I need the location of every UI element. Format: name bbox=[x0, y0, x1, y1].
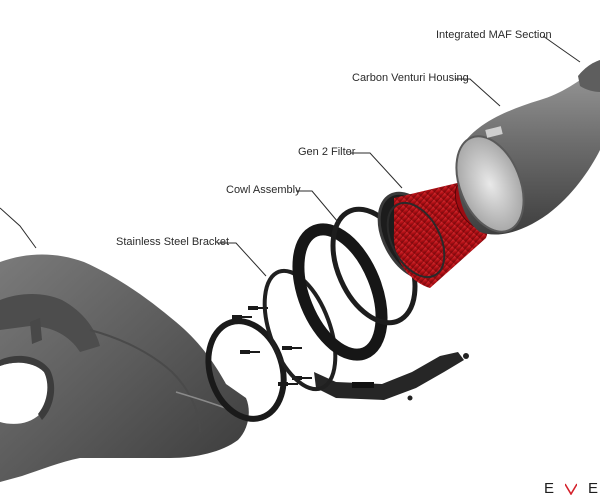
bracket-flange-ring bbox=[262, 268, 338, 392]
airbox-part bbox=[0, 254, 249, 482]
callout-leader-lines bbox=[0, 35, 581, 277]
logo-v-mark-icon bbox=[565, 483, 578, 495]
logo-letter-first: E bbox=[544, 480, 555, 497]
integrated-maf-section bbox=[578, 60, 600, 92]
callout-cowl-assembly: Cowl Assembly bbox=[226, 184, 301, 196]
callout-integrated-maf-section: Integrated MAF Section bbox=[436, 29, 552, 41]
callout-carbon-venturi-housing: Carbon Venturi Housing bbox=[352, 72, 469, 84]
brand-logo: E E bbox=[544, 480, 598, 497]
callout-stainless-steel-bracket: Stainless Steel Bracket bbox=[116, 236, 230, 248]
stainless-steel-bracket bbox=[314, 352, 469, 401]
logo-letter-last: E bbox=[588, 480, 599, 497]
carbon-venturi-housing bbox=[455, 64, 600, 235]
callout-gen-2-filter: Gen 2 Filter bbox=[298, 146, 356, 158]
cowl-assembly-ring bbox=[292, 223, 388, 361]
